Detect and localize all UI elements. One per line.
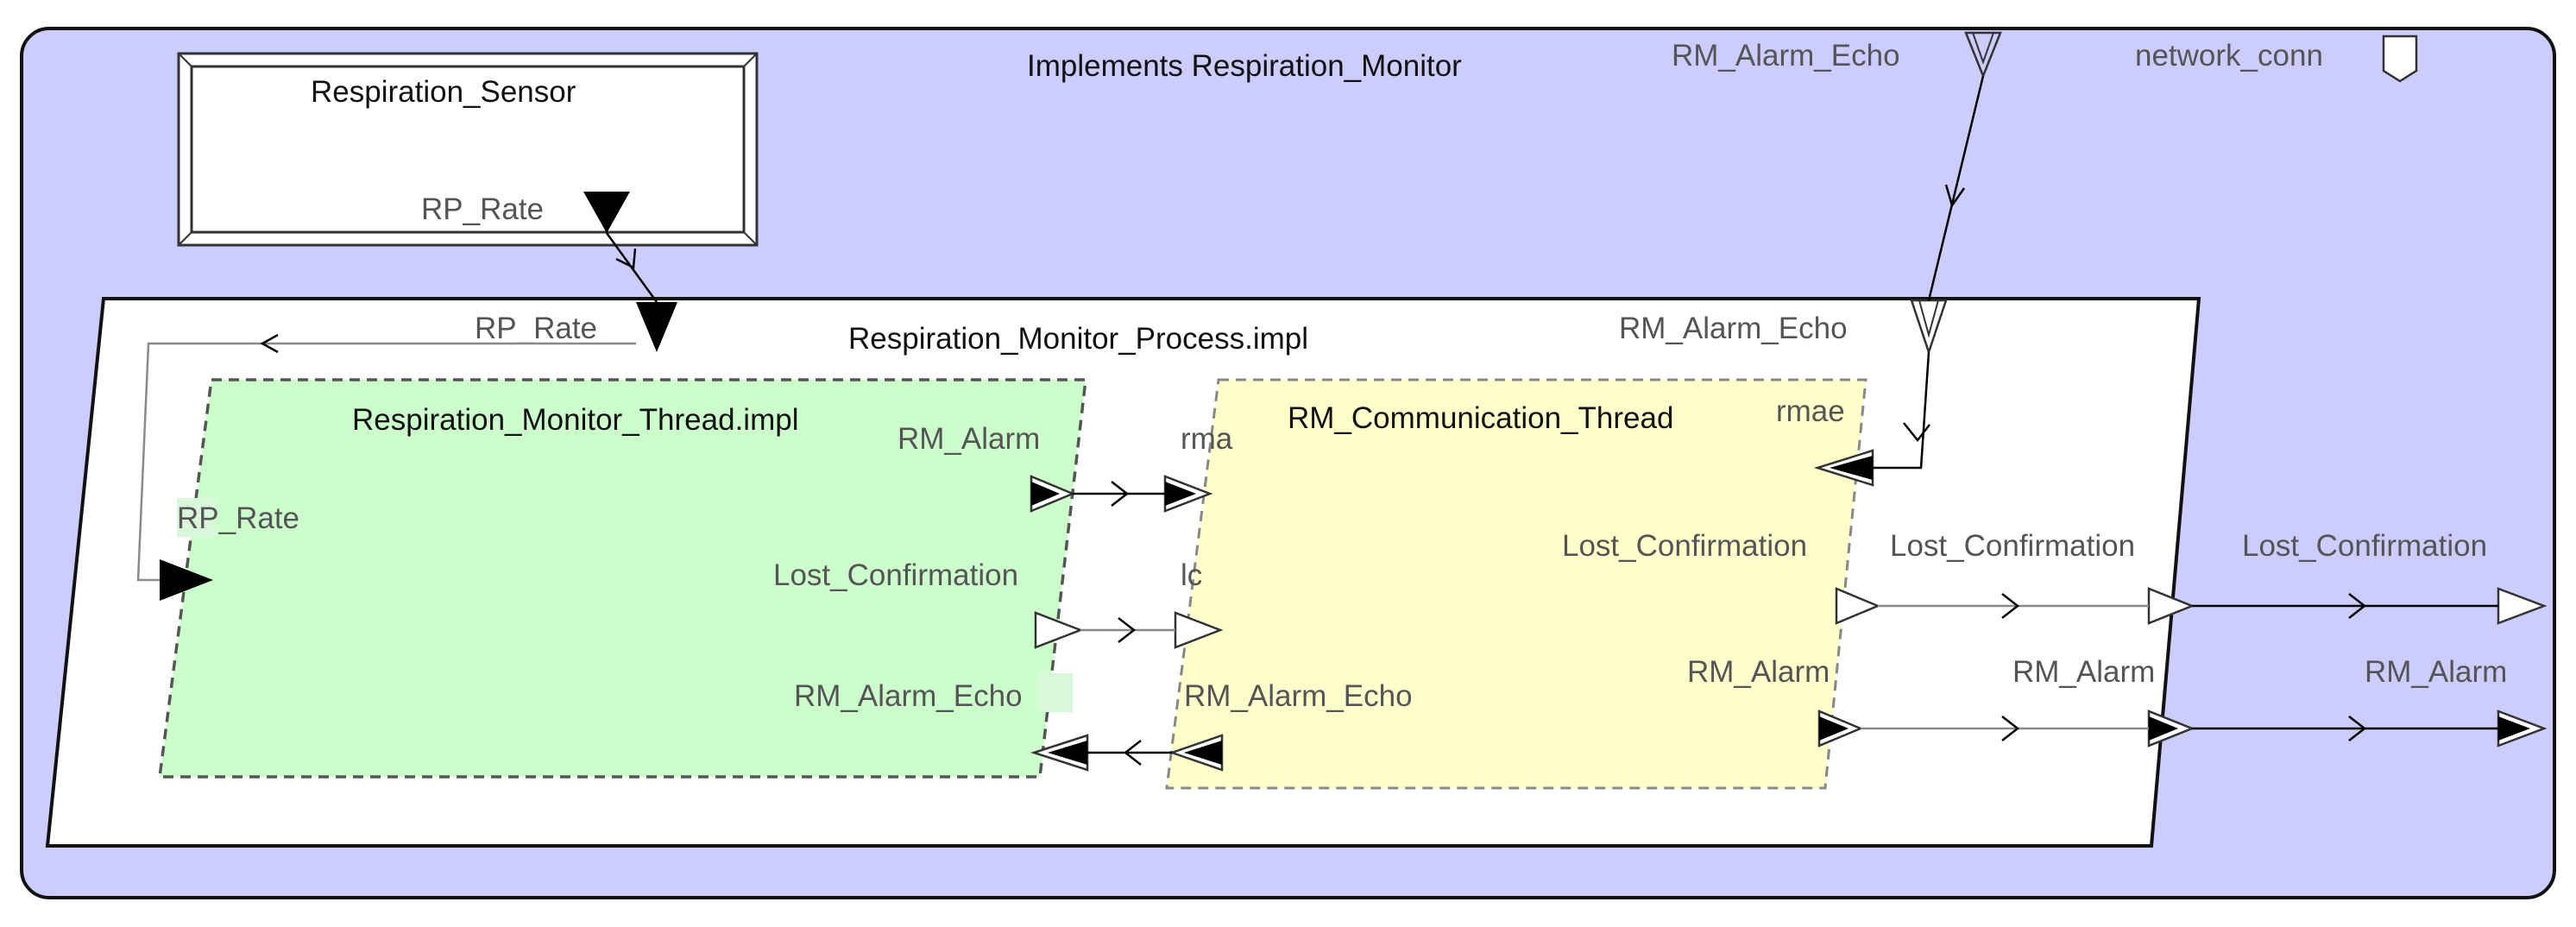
connection-thread-lost-confirmation-to-comm-lc[interactable] bbox=[1080, 617, 1175, 643]
monitor-thread-title: Respiration_Monitor_Thread.impl bbox=[352, 403, 798, 437]
connection-comm-to-process-rm-alarm[interactable] bbox=[1861, 716, 2149, 741]
comm-thread-port-lost-confirmation[interactable] bbox=[1835, 587, 1881, 625]
connection-process-to-system-rm-alarm[interactable] bbox=[2192, 716, 2498, 741]
system-port-rm-alarm-label: RM_Alarm bbox=[2365, 655, 2507, 689]
process-port-rp-rate-label: RP_Rate bbox=[475, 312, 597, 345]
system-port-rm-alarm-echo-label: RM_Alarm_Echo bbox=[1672, 39, 1900, 73]
monitor-thread-port-rm-alarm[interactable] bbox=[1030, 475, 1076, 513]
monitor-thread-port-rm-alarm-echo-label: RM_Alarm_Echo bbox=[794, 679, 1023, 713]
connection-comm-to-process-lost-confirmation[interactable] bbox=[1878, 593, 2149, 619]
comm-thread-port-rm-alarm-label: RM_Alarm bbox=[1687, 655, 1830, 689]
connection-process-to-comm-rmae[interactable] bbox=[1873, 351, 1930, 470]
comm-thread-port-rm-alarm[interactable] bbox=[1817, 709, 1864, 747]
connection-process-to-thread-rp-rate[interactable] bbox=[136, 333, 636, 582]
monitor-thread-rp-rate-highlight bbox=[177, 498, 216, 537]
connection-thread-rm-alarm-to-comm-rma[interactable] bbox=[1073, 481, 1165, 507]
system-port-lost-confirmation-label: Lost_Confirmation bbox=[2242, 529, 2487, 563]
monitor-thread-port-lost-confirmation-label: Lost_Confirmation bbox=[773, 558, 1018, 592]
sensor-port-rp-rate-label: RP_Rate bbox=[421, 192, 544, 226]
monitor-thread-port-rp-rate-label: RP_Rate bbox=[177, 501, 299, 535]
monitor-thread[interactable] bbox=[158, 378, 1087, 779]
sensor-port-rp-rate[interactable] bbox=[583, 192, 630, 233]
comm-thread-port-lc-label: lc bbox=[1181, 558, 1202, 592]
process-port-lost-confirmation-label: Lost_Confirmation bbox=[1890, 529, 2135, 563]
connection-system-to-process-rm-alarm-echo[interactable] bbox=[1927, 75, 1985, 301]
comm-thread[interactable] bbox=[1165, 378, 1867, 790]
system-port-network-conn-label: network_conn bbox=[2135, 39, 2323, 73]
monitor-thread-port-rp-rate[interactable] bbox=[160, 559, 213, 601]
process-port-rm-alarm-label: RM_Alarm bbox=[2012, 655, 2155, 689]
comm-thread-port-rma-label: rma bbox=[1181, 422, 1233, 456]
comm-thread-port-lost-confirmation-label: Lost_Confirmation bbox=[1562, 529, 1807, 563]
sensor-device[interactable] bbox=[177, 52, 759, 247]
connection-comm-to-thread-rm-alarm-echo[interactable] bbox=[1087, 740, 1172, 766]
system-title: Implements Respiration_Monitor bbox=[1027, 49, 1462, 83]
comm-thread-port-rm-alarm-echo-label: RM_Alarm_Echo bbox=[1184, 679, 1413, 713]
process-title: Respiration_Monitor_Process.impl bbox=[848, 322, 1308, 356]
sensor-title: Respiration_Sensor bbox=[311, 75, 576, 109]
system-port-rm-alarm-echo[interactable] bbox=[1964, 31, 2002, 79]
monitor-thread-port-rm-alarm-label: RM_Alarm bbox=[898, 422, 1040, 456]
system-port-network-conn[interactable] bbox=[2382, 35, 2418, 83]
monitor-thread-rm-alarm-echo-highlight bbox=[1038, 673, 1073, 712]
comm-thread-port-rm-alarm-echo[interactable] bbox=[1168, 734, 1224, 772]
connection-process-to-system-lost-confirmation[interactable] bbox=[2192, 593, 2498, 619]
comm-thread-title: RM_Communication_Thread bbox=[1288, 401, 1673, 435]
process-port-rp-rate[interactable] bbox=[636, 302, 677, 352]
process-port-rm-alarm-echo-label: RM_Alarm_Echo bbox=[1619, 312, 1848, 345]
connection-sensor-to-process-rp-rate[interactable] bbox=[605, 232, 658, 303]
comm-thread-port-rmae-label: rmae bbox=[1776, 394, 1845, 428]
monitor-thread-port-lost-confirmation[interactable] bbox=[1034, 611, 1084, 649]
